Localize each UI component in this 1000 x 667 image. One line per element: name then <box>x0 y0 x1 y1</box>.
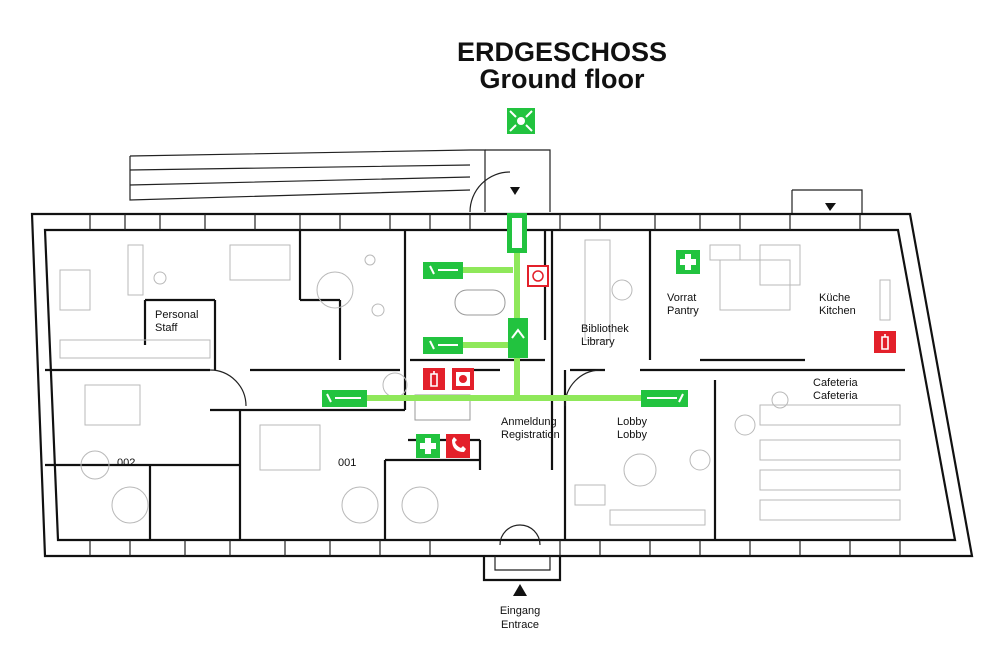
plan-title-german: ERDGESCHOSS <box>457 37 667 67</box>
fire-alarm-button-icon <box>452 368 474 390</box>
room-label-entrance: Eingang Entrace <box>500 605 540 631</box>
emergency-exit-icon <box>641 390 688 407</box>
room-label-library: Bibliothek Library <box>581 323 629 348</box>
room-label-line: Lobby <box>617 429 647 441</box>
emergency-exit-icon <box>322 390 367 407</box>
first-aid-icon <box>676 250 700 274</box>
room-label-002: 002 <box>117 457 135 469</box>
entrance-ramp <box>129 149 551 213</box>
first-aid-icon <box>416 434 440 458</box>
room-label-cafeteria: Cafeteria Cafeteria <box>813 377 859 402</box>
room-label-staff: Personal Staff <box>155 309 198 334</box>
room-label-line: Staff <box>155 322 178 334</box>
room-label-pantry: Vorrat Pantry <box>667 292 699 317</box>
room-label-line: Entrace <box>501 619 539 631</box>
room-label-line: Lobby <box>617 416 647 428</box>
main-entrance <box>482 524 562 596</box>
room-label-line: Cafeteria <box>813 377 859 389</box>
escape-routes <box>352 237 643 401</box>
assembly-point-icon <box>507 108 535 134</box>
room-label-001: 001 <box>338 457 356 469</box>
entrance-arrow-icon <box>513 584 527 596</box>
gas-shutoff-icon <box>527 265 549 287</box>
emergency-exit-icon <box>507 213 527 253</box>
furniture <box>59 239 901 526</box>
emergency-exit-icon <box>423 337 463 354</box>
room-label-kitchen: Küche Kitchen <box>819 292 856 317</box>
room-label-line: Eingang <box>500 605 540 617</box>
room-label-line: Personal <box>155 309 198 321</box>
emergency-phone-icon <box>446 434 470 458</box>
fire-extinguisher-icon <box>874 331 896 353</box>
room-label-lobby: Lobby Lobby <box>617 416 647 441</box>
interior-walls <box>45 230 905 540</box>
room-label-line: Küche <box>819 292 850 304</box>
fire-extinguisher-icon <box>423 368 445 390</box>
room-label-line: Library <box>581 336 615 348</box>
plan-title-english: Ground floor <box>480 64 645 94</box>
emergency-exit-icon <box>423 262 463 279</box>
room-label-registration: Anmeldung Registration <box>501 416 560 441</box>
outer-walls <box>30 212 974 558</box>
room-label-line: Registration <box>501 429 560 441</box>
kitchen-entrance <box>791 189 863 214</box>
room-label-line: Vorrat <box>667 292 696 304</box>
room-label-line: Bibliothek <box>581 323 629 335</box>
room-label-line: Anmeldung <box>501 416 557 428</box>
room-label-line: Cafeteria <box>813 390 859 402</box>
room-label-line: Kitchen <box>819 305 856 317</box>
room-label-line: Pantry <box>667 305 699 317</box>
emergency-exit-icon <box>508 318 528 358</box>
